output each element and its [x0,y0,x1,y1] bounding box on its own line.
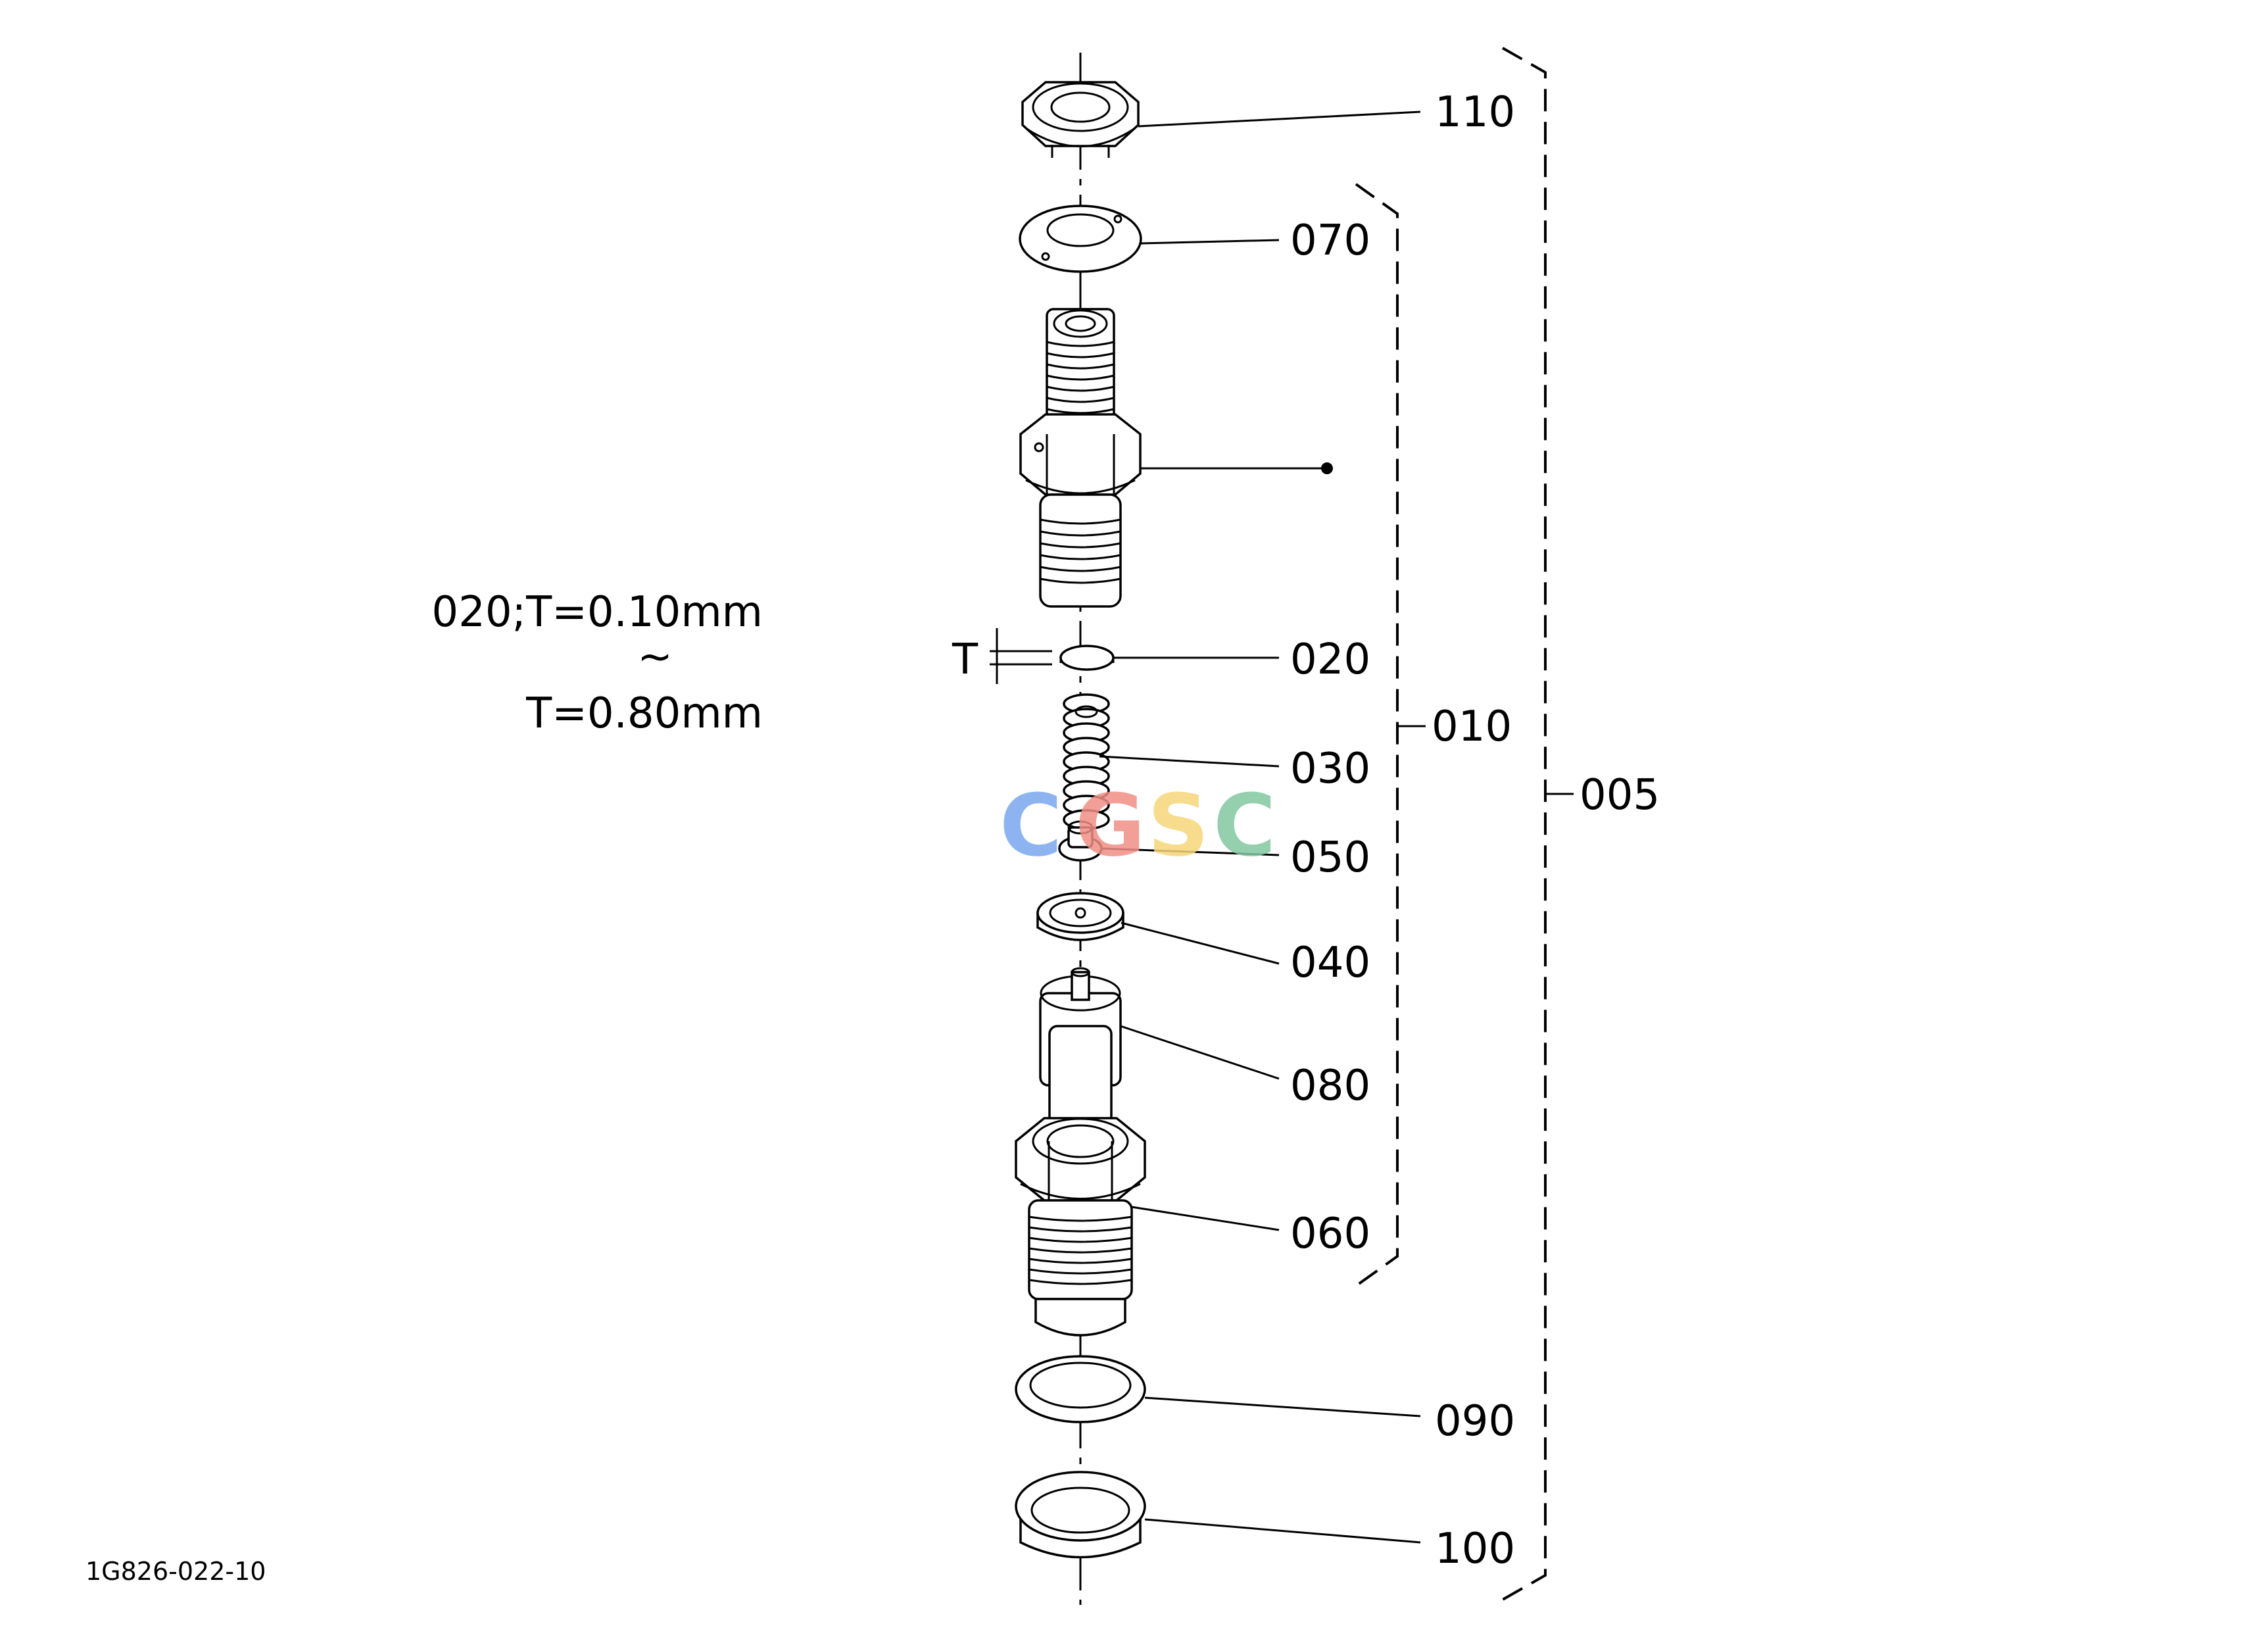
part-090-gasket [1015,1355,1146,1423]
thread-line [1040,554,1121,560]
watermark-letter-2: G [1075,775,1146,875]
part-label-090: 090 [1435,1397,1515,1446]
part-label-070: 070 [1290,216,1370,265]
thread-line [1046,385,1115,392]
part-label-060: 060 [1290,1210,1370,1258]
thread-line [1028,1237,1132,1243]
thread-line [1046,397,1115,403]
watermark-letter-3: S [1147,775,1209,875]
leader-lines [1099,111,1421,1544]
part-label-100: 100 [1435,1525,1515,1573]
part-label-030: 030 [1290,745,1370,793]
thread-line [1040,518,1121,525]
diagram-code: 1G826-022-10 [85,1557,266,1586]
group-label-005: 005 [1580,771,1660,820]
watermark-letter-1: C [1000,775,1062,875]
part-110-hex-nut [1021,81,1140,158]
watermark-logo: C G S C [1000,775,1276,875]
thread-line [1046,341,1115,347]
part-060-nozzle-nut [1015,1117,1146,1337]
part-030-spring [1063,693,1110,830]
part-label-080: 080 [1290,1062,1370,1110]
bracket-010 [1355,183,1426,1287]
part-020-shim [1059,645,1115,671]
shim-note-line1: 020;T=0.10mm [431,588,763,637]
bracket-005 [1502,47,1574,1601]
part-100-cap [1015,1471,1146,1559]
part-label-020: 020 [1290,635,1370,684]
thread-line [1046,408,1115,414]
part-040-distance-piece [1036,892,1124,941]
thread-line [1028,1279,1132,1285]
thread-line [1046,352,1115,358]
spring-end [1074,705,1098,718]
group-label-010: 010 [1432,702,1512,751]
part-nozzle-holder-body [1019,308,1142,608]
thread-line [1028,1247,1132,1254]
part-label-110: 110 [1435,88,1515,137]
thread-line [1040,530,1121,537]
holder-leader-dot [1321,462,1333,474]
thread-line [1040,566,1121,572]
part-label-040: 040 [1290,939,1370,987]
part-050-pin [1058,820,1103,862]
thread-line [1046,363,1115,370]
part-070-washer [1019,205,1142,273]
thread-line [1028,1258,1132,1264]
thickness-symbol: T [952,635,978,684]
shim-note-tilde: ~ [637,633,673,681]
thread-line [1028,1268,1132,1275]
thread-line [1040,578,1121,584]
watermark-letter-4: C [1213,775,1276,875]
thread-line [1040,542,1121,549]
thread-line [1028,1226,1132,1233]
thread-line [1028,1216,1132,1222]
thickness-dimension: T [952,628,1052,684]
thread-line [1046,374,1115,381]
part-label-050: 050 [1290,833,1370,882]
shim-note-line2: T=0.80mm [525,689,763,738]
